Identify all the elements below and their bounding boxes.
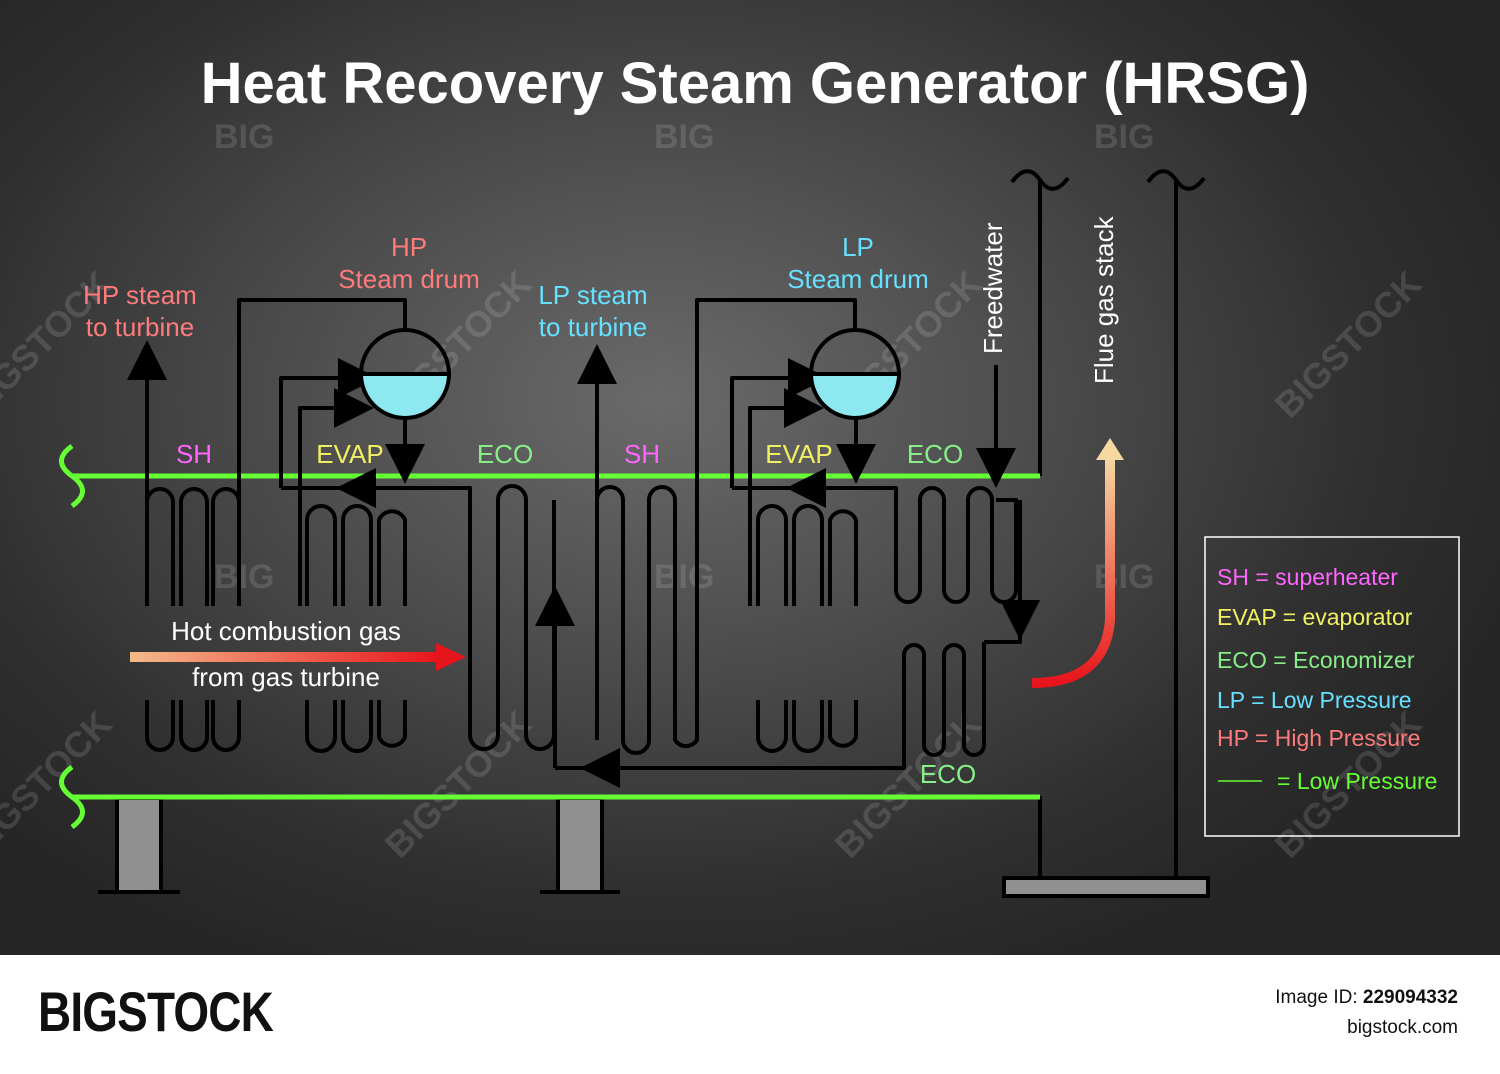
watermark-big: BIG [654, 558, 714, 596]
hp-steam-drum [359, 328, 451, 420]
diagram-title: Heat Recovery Steam Generator (HRSG) [201, 51, 1310, 116]
casing-boundary [59, 443, 1040, 830]
section-label-lp-eco: ECO [907, 439, 963, 469]
stock-logo: BIGSTOCK [38, 980, 274, 1043]
watermark-big: BIG [654, 118, 714, 156]
legend-box [1204, 536, 1460, 837]
legend-item-evap: EVAP = evaporator [1217, 604, 1413, 630]
watermark-big: BIG [1094, 558, 1154, 596]
legend-item-lp: LP = Low Pressure [1217, 687, 1412, 713]
lp-drum-label-line2: Steam drum [787, 264, 929, 294]
lp-steam-drum [809, 328, 901, 420]
hot-gas-arrow [130, 643, 466, 671]
image-id-label: Image ID: [1275, 987, 1358, 1008]
lp-drum-label: LP [842, 232, 874, 262]
hp-drum-label: HP [391, 232, 427, 262]
hp-drum-label-line2: Steam drum [338, 264, 480, 294]
watermark-big: BIG [214, 558, 274, 596]
site-url: bigstock.com [1347, 1017, 1458, 1038]
section-label-hp-sh: SH [176, 439, 212, 469]
legend-item-eco: ECO = Economizer [1217, 647, 1415, 673]
section-label-lp-evap: EVAP [765, 439, 832, 469]
flue-gas-stack-label: Flue gas stack [1089, 215, 1119, 384]
legend-item-hp: HP = High Pressure [1217, 725, 1420, 751]
hot-gas-label: Hot combustion gas [171, 616, 401, 646]
lp-steam-label-line2: to turbine [539, 312, 647, 342]
section-label-eco-bottom: ECO [920, 759, 976, 789]
watermark-brand: BIGSTOCK [1267, 263, 1430, 426]
stock-footer: BIGSTOCK Image ID: 229094332 bigstock.co… [0, 955, 1500, 1074]
watermark-big: BIG [214, 118, 274, 156]
section-label-hp-eco: ECO [477, 439, 533, 469]
legend-item-line: = Low Pressure [1277, 768, 1437, 794]
diagram-canvas: BIG BIG BIG BIG BIG BIG BIGSTOCK BIGSTOC… [0, 0, 1500, 955]
hot-gas-label-line2: from gas turbine [192, 662, 380, 692]
flue-gas-stack-outline [1010, 169, 1206, 880]
image-id: Image ID: 229094332 [1275, 987, 1458, 1009]
watermark-big: BIG [1094, 118, 1154, 156]
support-legs [98, 796, 1210, 898]
section-label-lp-sh: SH [624, 439, 660, 469]
support-leg [115, 796, 163, 894]
feedwater-label: Freedwater [978, 222, 1008, 354]
section-label-hp-evap: EVAP [316, 439, 383, 469]
image-id-value: 229094332 [1362, 987, 1458, 1008]
lp-steam-label: LP steam [538, 280, 647, 310]
legend-item-sh: SH = superheater [1217, 564, 1398, 590]
stack-base [1002, 876, 1210, 898]
watermark-brand: BIGSTOCK [377, 703, 540, 866]
support-leg [556, 796, 604, 894]
hp-steam-label: HP steam [83, 280, 197, 310]
legend: SH = superheater EVAP = evaporator ECO =… [1204, 536, 1460, 837]
watermarks: BIG BIG BIG BIG BIG BIG BIGSTOCK BIGSTOC… [0, 118, 1430, 866]
flue-gas-arrow [1031, 438, 1124, 688]
hp-steam-label-line2: to turbine [86, 312, 194, 342]
tube-network [127, 298, 1040, 788]
